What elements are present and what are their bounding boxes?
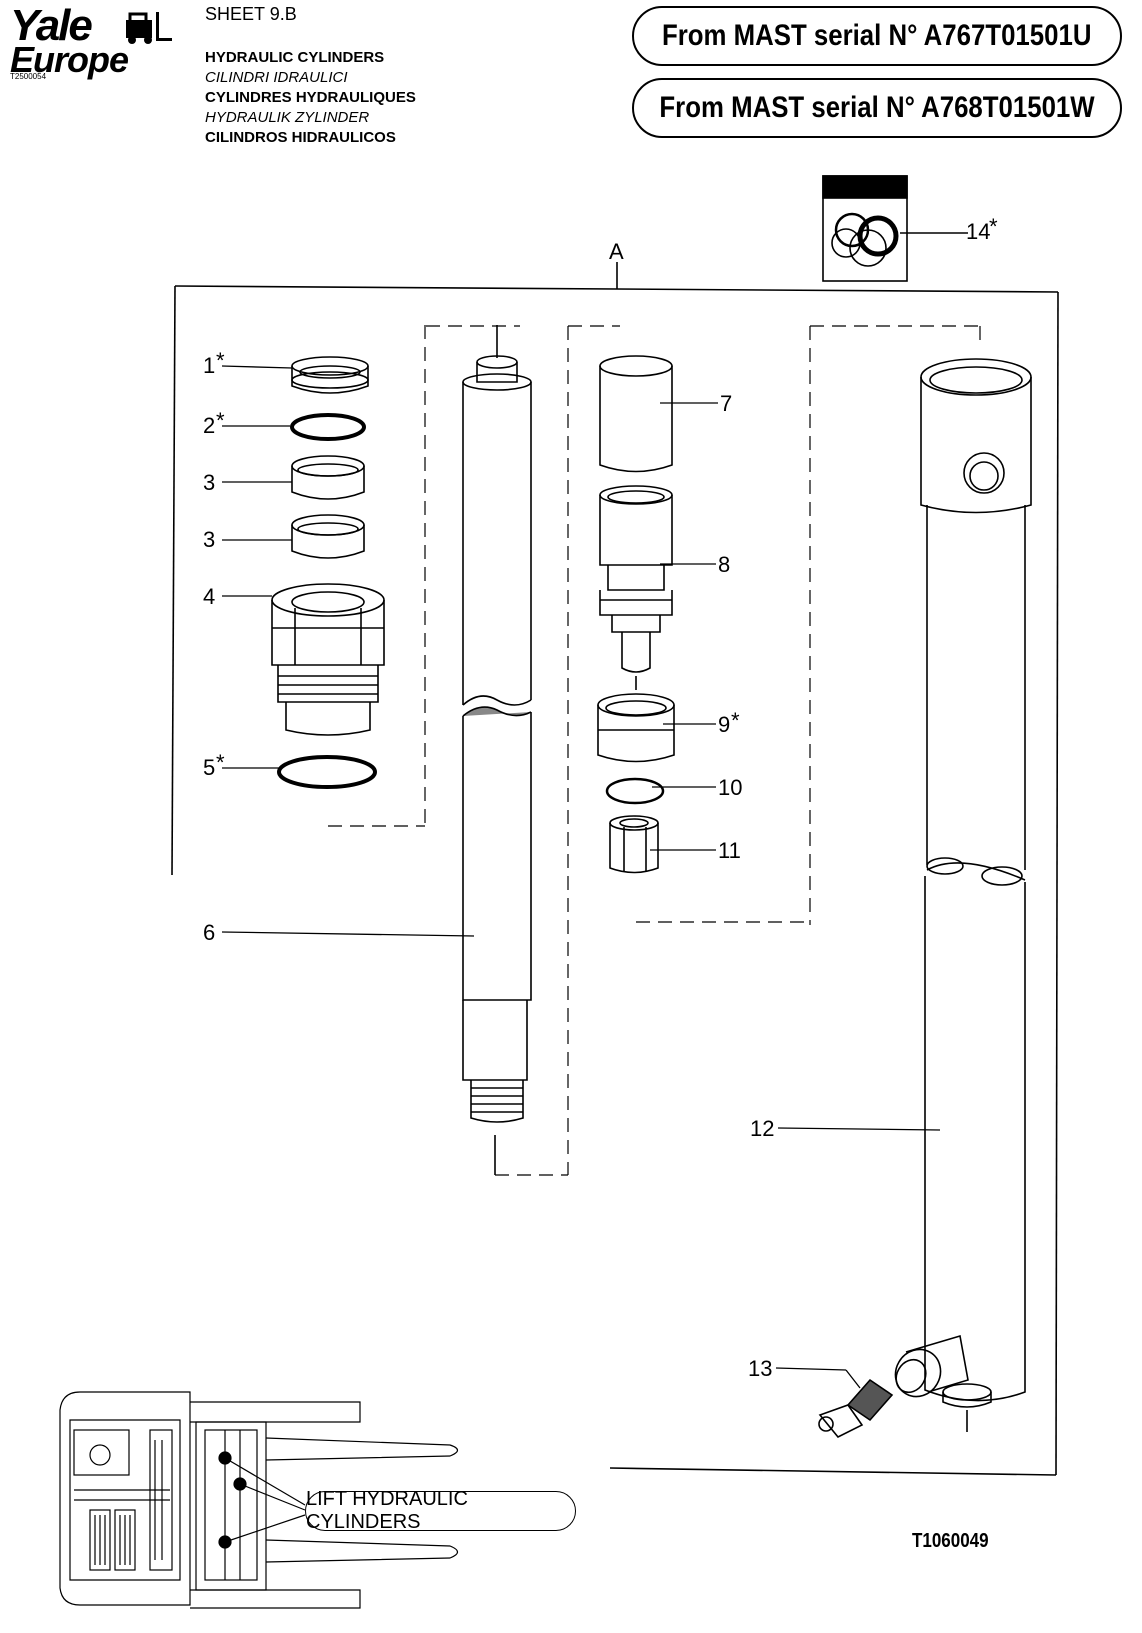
label-11: 11: [718, 838, 741, 863]
part-8-piston: [599, 485, 673, 690]
star-1: *: [216, 348, 225, 373]
label-5: 5: [203, 755, 215, 780]
title-en: HYDRAULIC CYLINDERS: [205, 49, 385, 66]
label-4: 4: [203, 584, 215, 609]
label-9: 9: [718, 712, 730, 737]
sheet-number: SHEET 9.B: [205, 4, 297, 24]
label-10: 10: [718, 775, 742, 800]
part-2-o-ring: [290, 413, 366, 441]
label-2: 2: [203, 413, 215, 438]
serial-text-2: From MAST serial N° A768T01501W: [659, 91, 1095, 124]
label-12: 12: [750, 1116, 774, 1141]
logo-code: T2500054: [10, 72, 47, 81]
part-1-wiper: [291, 356, 369, 394]
assembly-label: A: [609, 239, 624, 264]
serial-text-1: From MAST serial N° A767T01501U: [662, 19, 1092, 52]
part-9-piston-seal: [597, 693, 675, 763]
forklift-top-view-inset: [59, 1391, 459, 1609]
star-9: *: [731, 708, 740, 733]
yale-europe-logo: Yale Europe T2500054: [8, 4, 178, 84]
grouping-dashes: [328, 325, 981, 1176]
logo-text-yale: Yale: [10, 1, 93, 50]
label-7: 7: [720, 391, 732, 416]
part-4-gland-nut: [271, 583, 385, 736]
lift-cylinders-callout: LIFT HYDRAULIC CYLINDERS: [305, 1488, 576, 1533]
serial-box-2: From MAST serial N° A768T01501W: [632, 78, 1122, 138]
label-13: 13: [748, 1356, 772, 1381]
part-11-spacer: [609, 815, 659, 874]
part-6-piston-rod: [462, 325, 532, 1175]
title-de: HYDRAULIK ZYLINDER: [205, 109, 370, 126]
title-it: CILINDRI IDRAULICI: [205, 69, 348, 86]
title-fr: CYLINDRES HYDRAULIQUES: [205, 89, 416, 106]
part-10-circlip: [605, 777, 665, 805]
part-13-valve: [818, 1334, 969, 1439]
part-12-cylinder-barrel: [920, 358, 1032, 1432]
label-1: 1: [203, 353, 215, 378]
label-14: 14: [966, 219, 990, 244]
label-3b: 3: [203, 527, 215, 552]
title-es: CILINDROS HIDRAULICOS: [205, 129, 396, 146]
title-block: HYDRAULIC CYLINDERS CILINDRI IDRAULICI C…: [205, 48, 416, 148]
label-6: 6: [203, 920, 215, 945]
assembly-frame: [171, 262, 1059, 1476]
logo-text-europe: Europe: [10, 39, 129, 80]
part-5-o-ring: [277, 755, 377, 789]
star-5: *: [216, 750, 225, 775]
seal-kit-box: [822, 175, 968, 282]
part-3-ring-b: [291, 514, 365, 559]
part-7-bush: [599, 355, 673, 473]
drawing-reference: T1060049: [912, 1530, 989, 1552]
label-8: 8: [718, 552, 730, 577]
serial-box-1: From MAST serial N° A767T01501U: [632, 6, 1122, 66]
label-3a: 3: [203, 470, 215, 495]
star-2: *: [216, 408, 225, 433]
forklift-icon: [126, 12, 172, 44]
leader-lines: [221, 365, 941, 1389]
part-labels: 1 * 2 * 3 3 4 5 * 6 7 8 9 * 10 11 12 13 …: [203, 214, 998, 1381]
part-3-ring-a: [291, 455, 365, 500]
star-14: *: [989, 214, 998, 239]
